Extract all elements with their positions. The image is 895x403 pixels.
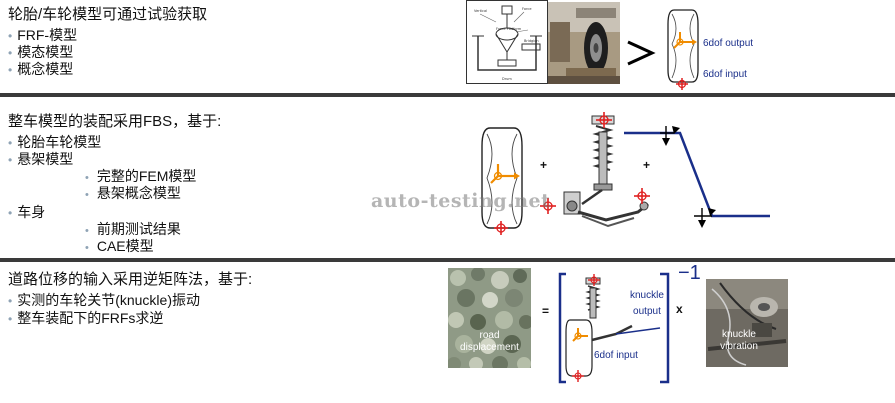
section1-bullet-2: •模态模型 bbox=[8, 44, 74, 60]
section1-bullet-3: •概念模型 bbox=[8, 61, 74, 77]
attachment-axes-icon bbox=[694, 208, 716, 228]
attachment-axes-icon bbox=[634, 188, 650, 204]
bullet-dot-icon: • bbox=[85, 189, 89, 201]
input-label: 6dof input bbox=[703, 69, 747, 80]
frf-matrix-bracket bbox=[558, 272, 670, 384]
attachment-axes-icon bbox=[660, 126, 680, 146]
rig-label: Force Platform bbox=[496, 27, 522, 31]
tire-model-diagram bbox=[667, 9, 699, 90]
road-surface-photo: road displacement bbox=[448, 268, 531, 368]
attachment-axes-icon bbox=[588, 274, 600, 286]
rig-label: Vertical bbox=[474, 9, 487, 13]
output-axes-icon bbox=[673, 32, 697, 49]
bullet-dot-icon: • bbox=[8, 312, 13, 326]
output-axes-icon bbox=[490, 164, 520, 184]
knuckle-photo: knuckle vibration bbox=[706, 279, 788, 367]
input-label: 6dof input bbox=[594, 350, 638, 361]
section1-bullet-1: •FRF-模型 bbox=[8, 27, 78, 43]
attachment-axes-icon bbox=[596, 112, 612, 128]
test-rig-schematic: Force Platform Bridgion Vertical Force D… bbox=[466, 0, 548, 84]
rig-label: Force bbox=[522, 7, 531, 11]
bullet-dot-icon: • bbox=[8, 153, 13, 167]
inverse-exponent: −1 bbox=[678, 262, 701, 284]
bullet-dot-icon: • bbox=[8, 46, 13, 60]
rig-label: Drum bbox=[502, 77, 512, 81]
bullet-dot-icon: • bbox=[8, 294, 13, 308]
knuckle-vibration-label: knuckle vibration bbox=[720, 329, 758, 352]
bullet-dot-icon: • bbox=[8, 63, 13, 77]
input-axes-icon bbox=[572, 370, 584, 382]
section3-bullet-1: •实测的车轮关节(knuckle)振动 bbox=[8, 292, 200, 308]
suspension-subitem-2: •悬架概念模型 bbox=[85, 185, 181, 201]
bullet-dot-icon: • bbox=[8, 29, 13, 43]
body-subitem-1: •前期测试结果 bbox=[85, 221, 181, 237]
bullet-dot-icon: • bbox=[85, 172, 89, 184]
tire-model-diagram bbox=[481, 127, 523, 235]
section2-bullet-2: •悬架模型 bbox=[8, 151, 74, 167]
plus-operator: + bbox=[643, 158, 651, 172]
section3-bullet-2: •整车装配下的FRFs求逆 bbox=[8, 310, 164, 326]
body-subitem-2: •CAE模型 bbox=[85, 238, 154, 254]
suspension-model-diagram bbox=[540, 112, 650, 228]
rig-label: Bridgion bbox=[524, 39, 539, 43]
section-divider bbox=[0, 258, 895, 262]
equals-operator: = bbox=[542, 304, 550, 318]
right-arrow-icon bbox=[627, 40, 656, 66]
section2-bullet-3: •车身 bbox=[8, 204, 46, 220]
output-axes-icon bbox=[572, 328, 588, 342]
section2-bullet-1: •轮胎车轮模型 bbox=[8, 134, 102, 150]
knuckle-output-label: knuckle output bbox=[630, 290, 664, 317]
attachment-axes-icon bbox=[540, 198, 556, 214]
plus-operator: + bbox=[540, 158, 548, 172]
bullet-dot-icon: • bbox=[8, 136, 13, 150]
bullet-dot-icon: • bbox=[85, 225, 89, 237]
section2-heading: 整车模型的装配采用FBS，基于: bbox=[8, 113, 222, 130]
watermark: auto-testing.net bbox=[371, 190, 551, 212]
bullet-dot-icon: • bbox=[8, 206, 13, 220]
section3-heading: 道路位移的输入采用逆矩阵法，基于: bbox=[8, 271, 253, 288]
section1-heading: 轮胎/车轮模型可通过试验获取 bbox=[8, 6, 208, 23]
output-label: 6dof output bbox=[703, 38, 754, 49]
suspension-subitem-1: •完整的FEM模型 bbox=[85, 168, 197, 184]
road-displacement-label: road displacement bbox=[460, 330, 519, 353]
multiply-operator: x bbox=[676, 302, 683, 316]
section-divider bbox=[0, 93, 895, 97]
input-axes-icon bbox=[676, 78, 688, 90]
tire-rig-photo bbox=[548, 2, 620, 84]
input-axes-icon bbox=[494, 221, 508, 235]
bullet-dot-icon: • bbox=[85, 242, 89, 254]
body-model-diagram bbox=[624, 126, 770, 228]
